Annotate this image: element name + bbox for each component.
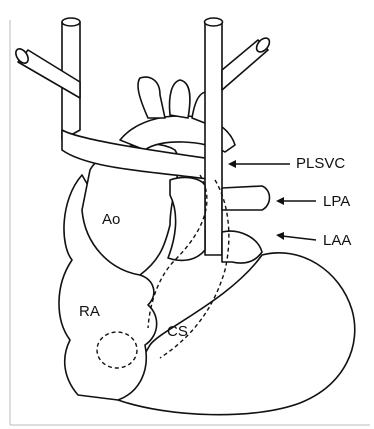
persistent-left-svc	[205, 22, 222, 255]
brachiocephalic-vessel	[138, 77, 165, 118]
plsvc-opening	[205, 18, 223, 26]
label-laa: LAA	[323, 232, 351, 249]
left-pulmonary-artery	[222, 186, 270, 210]
label-plsvc: PLSVC	[296, 155, 345, 172]
label-ra: RA	[79, 303, 100, 320]
label-ao: Ao	[102, 211, 120, 228]
plsvc-arrow	[228, 160, 290, 168]
laa-arrow	[276, 232, 316, 240]
carotid-vessel	[169, 80, 189, 118]
lpa-arrow	[276, 197, 316, 205]
label-cs: CS	[167, 323, 188, 340]
right-svc-opening	[62, 18, 80, 26]
label-lpa: LPA	[323, 193, 350, 210]
left-atrial-appendage	[222, 231, 262, 263]
